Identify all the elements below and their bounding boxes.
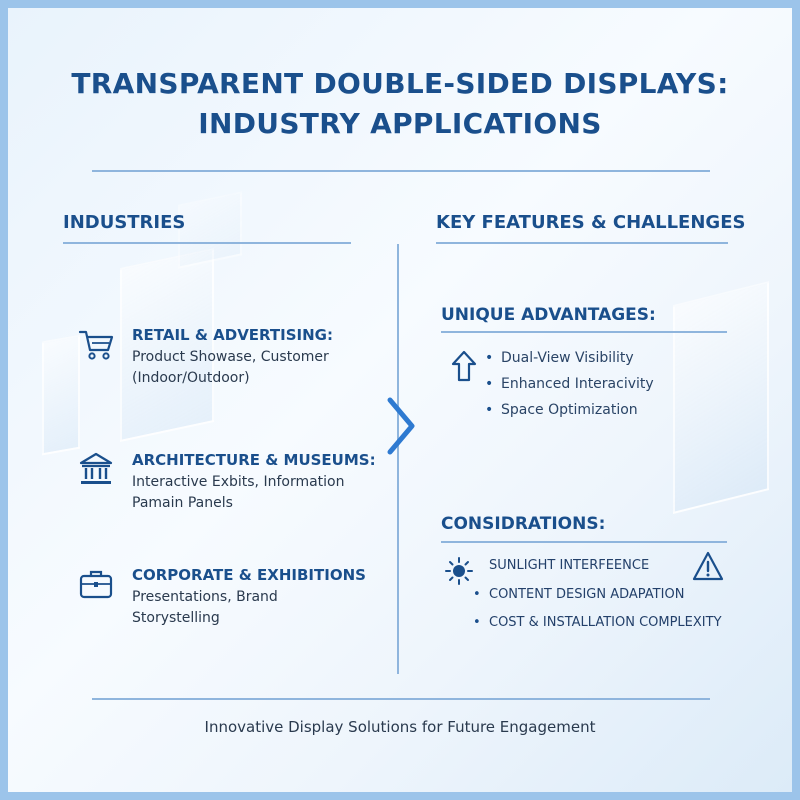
title-line-1: TRANSPARENT DOUBLE-SIDED DISPLAYS: (71, 67, 729, 100)
industry-desc-line: Presentations, Brand (132, 589, 278, 605)
glass-pane-decoration (42, 334, 80, 456)
industry-corporate: CORPORATE & EXHIBITIONS Presentations, B… (78, 566, 378, 636)
industry-desc-line: Product Showase, Customer (132, 349, 329, 365)
advantages-heading: UNIQUE ADVANTAGES: (441, 305, 656, 325)
list-item: Enhanced Interacivity (485, 376, 654, 392)
column-divider (397, 244, 399, 674)
industry-description: Product Showase, Customer (Indoor/Outdoo… (132, 347, 372, 389)
warning-icon (692, 551, 724, 581)
footer-divider (92, 698, 710, 700)
considerations-heading: CONSIDRATIONS: (441, 514, 606, 534)
sun-icon (445, 557, 473, 585)
industry-description: Interactive Exbits, Information Pamain P… (132, 472, 372, 514)
page-title: TRANSPARENT DOUBLE-SIDED DISPLAYS: INDUS… (8, 64, 792, 144)
industry-description: Presentations, Brand Storystelling (132, 587, 372, 629)
industry-architecture: ARCHITECTURE & MUSEUMS: Interactive Exbi… (78, 451, 378, 521)
industry-name: CORPORATE & EXHIBITIONS (132, 566, 366, 584)
arrow-up-icon (451, 350, 477, 382)
title-line-2: INDUSTRY APPLICATIONS (198, 107, 602, 140)
features-divider (436, 242, 728, 244)
glass-pane-decoration (178, 191, 242, 269)
briefcase-icon (79, 570, 113, 599)
title-divider (92, 170, 710, 172)
infographic-frame: TRANSPARENT DOUBLE-SIDED DISPLAYS: INDUS… (8, 8, 792, 792)
industry-desc-line: Storystelling (132, 610, 220, 626)
chevron-right-icon (387, 397, 415, 455)
industry-desc-line: Interactive Exbits, Information (132, 474, 345, 490)
industry-retail: RETAIL & ADVERTISING: Product Showase, C… (78, 326, 378, 396)
shopping-cart-icon (78, 330, 114, 360)
features-heading: KEY FEATURES & CHALLENGES (436, 212, 746, 233)
industries-heading: INDUSTRIES (63, 212, 186, 233)
industry-desc-line: (Indoor/Outdoor) (132, 370, 250, 386)
considerations-divider (441, 541, 727, 543)
list-item: Dual-View Visibility (485, 350, 634, 366)
industries-divider (63, 242, 351, 244)
industry-desc-line: Pamain Panels (132, 495, 233, 511)
list-item: Space Optimization (485, 402, 638, 418)
museum-icon (79, 452, 113, 484)
industry-name: RETAIL & ADVERTISING: (132, 326, 333, 344)
industry-name: ARCHITECTURE & MUSEUMS: (132, 451, 376, 469)
list-item: CONTENT DESIGN ADAPATION (473, 587, 684, 602)
list-item: SUNLIGHT INTERFEENCE (489, 558, 650, 573)
advantages-divider (441, 331, 727, 333)
list-item: COST & INSTALLATION COMPLEXITY (473, 615, 721, 630)
glass-pane-decoration (673, 281, 769, 514)
footer-tagline: Innovative Display Solutions for Future … (204, 718, 596, 736)
